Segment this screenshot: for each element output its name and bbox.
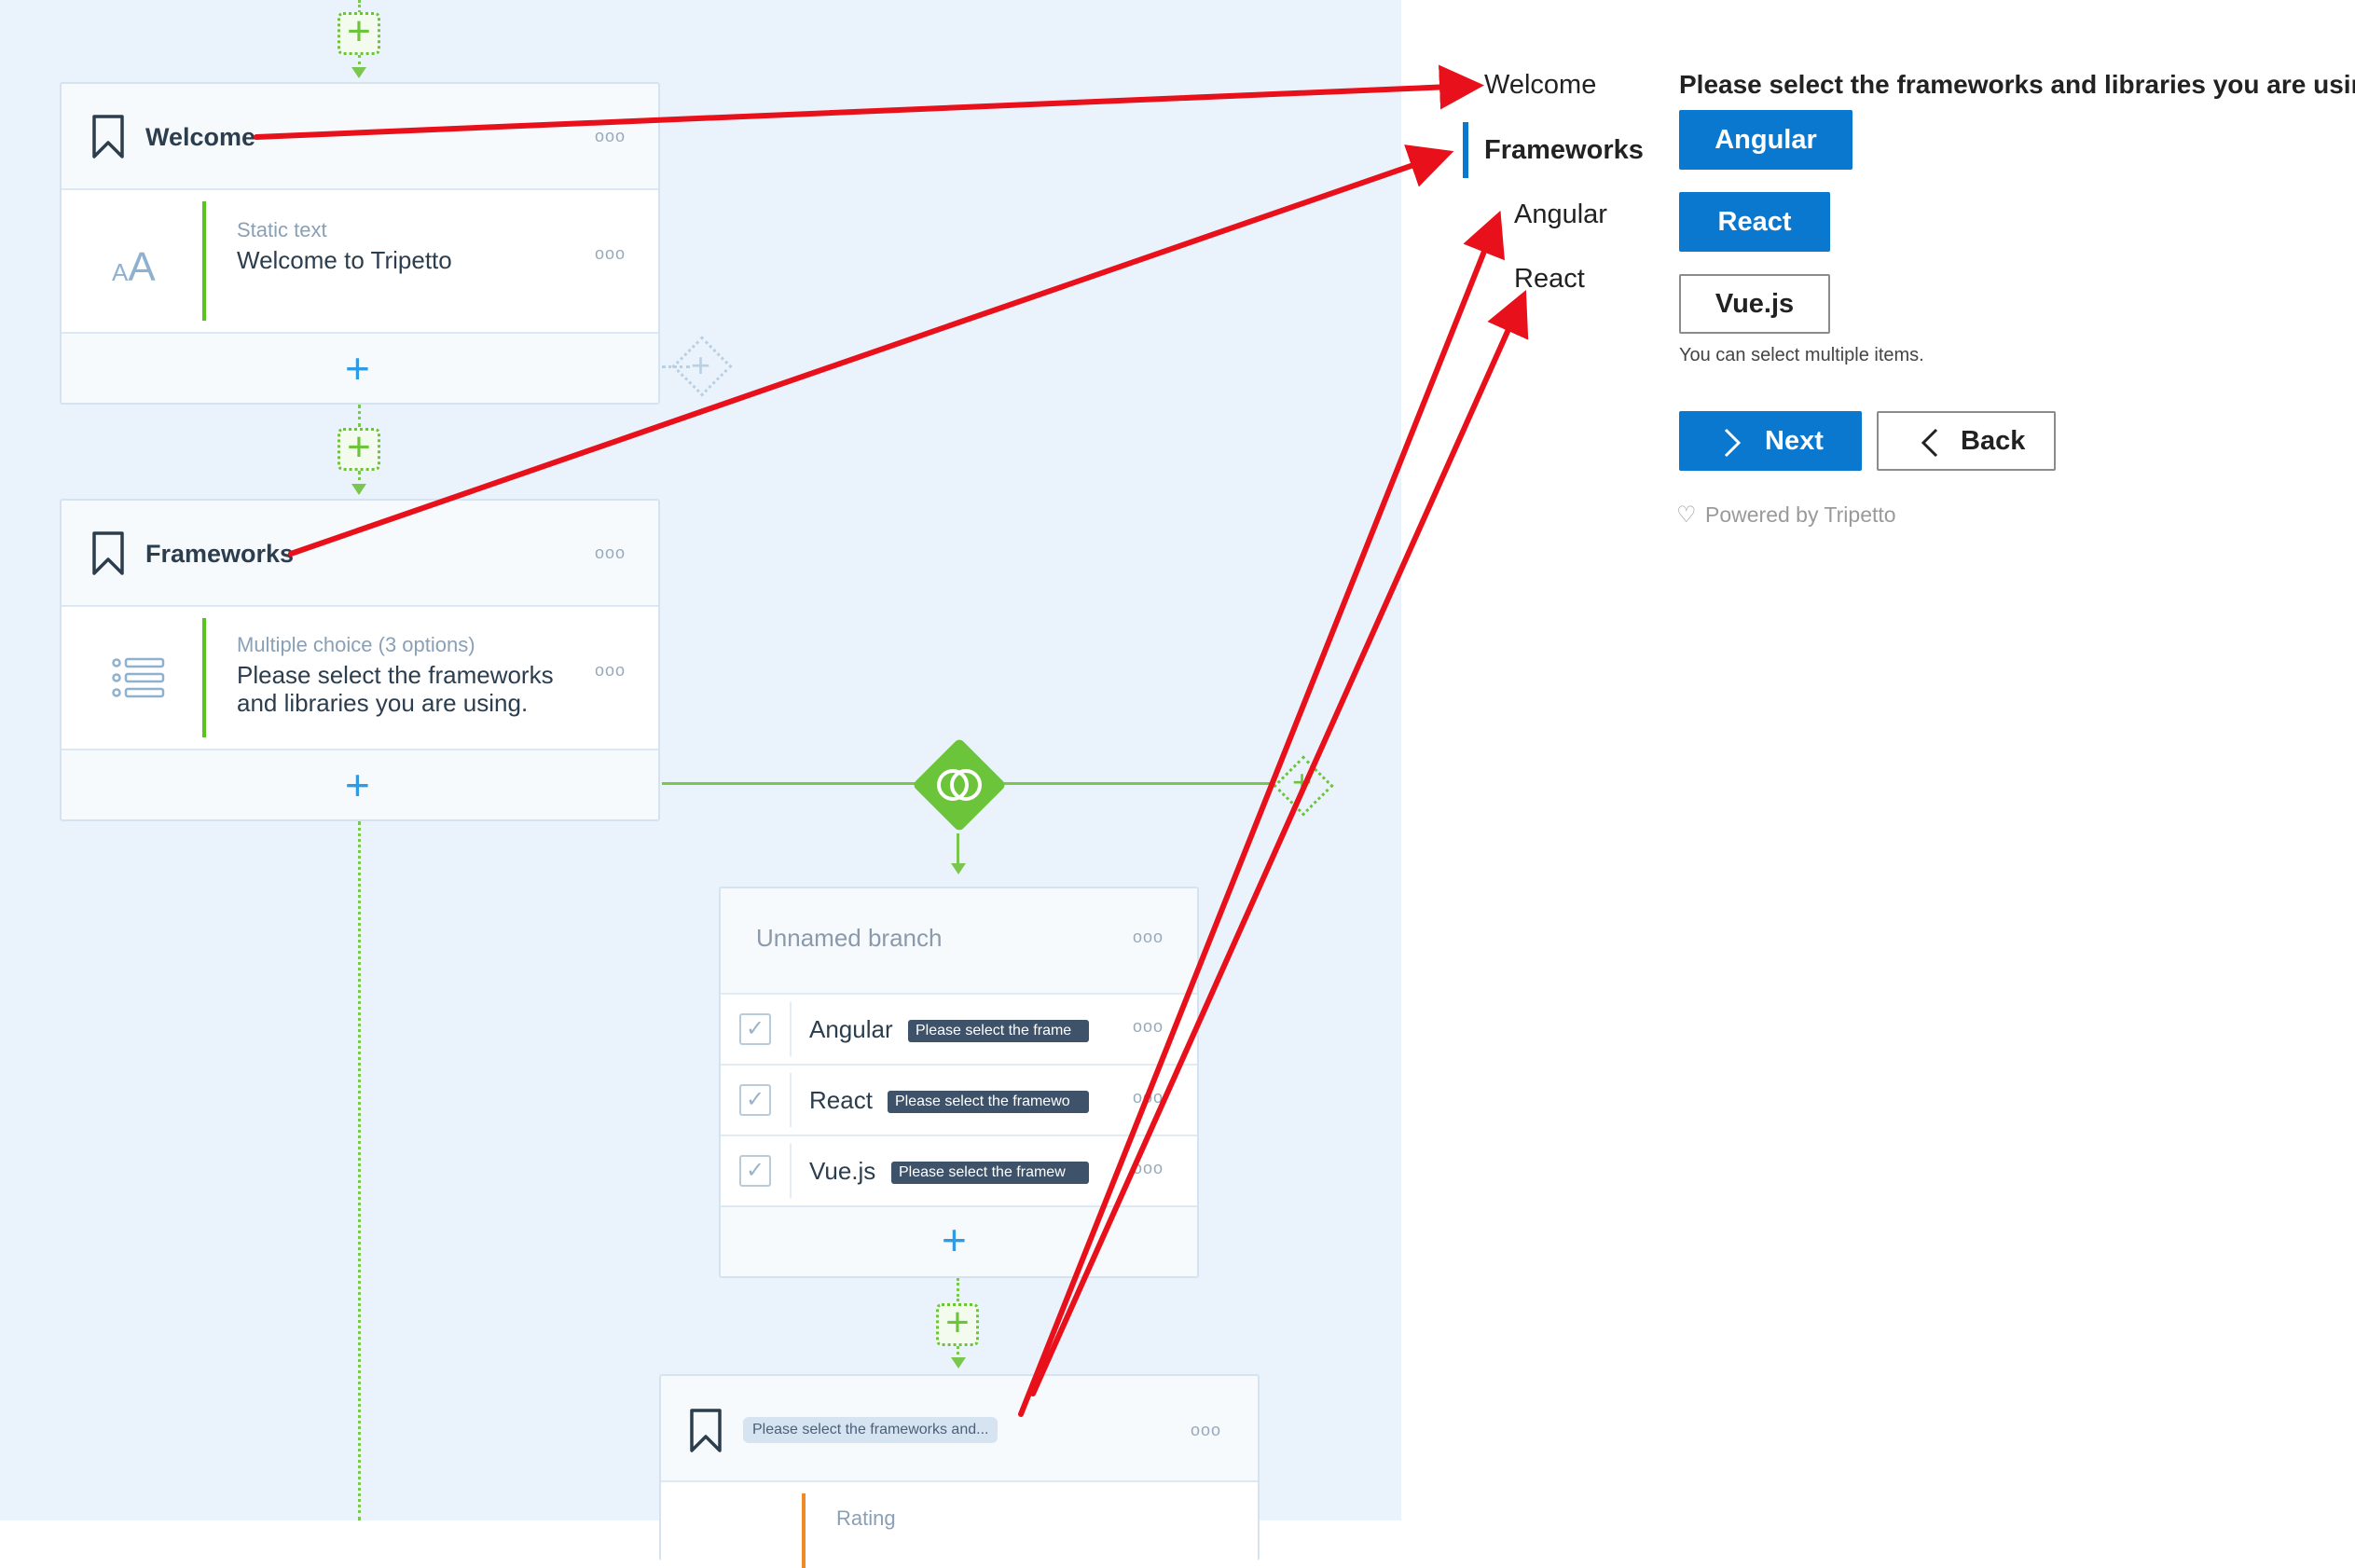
flow-arrow [351, 484, 366, 495]
check-icon: ✓ [739, 1084, 771, 1116]
nav-item-frameworks[interactable]: Frameworks [1484, 135, 1644, 165]
block-menu-button[interactable]: ooo [595, 244, 627, 263]
add-condition-button[interactable]: + [942, 1216, 967, 1264]
row-divider [790, 1073, 792, 1127]
block-indicator [202, 618, 206, 737]
block-type-label: Static text [237, 218, 327, 241]
nav-item-react[interactable]: React [1514, 264, 1585, 294]
flow-connector [358, 0, 361, 19]
row-divider [790, 1002, 792, 1056]
chevron-left-icon [1921, 428, 1938, 458]
frameworks-section-card[interactable]: Frameworks ooo Multiple choice (3 option… [60, 499, 660, 821]
row-divider [790, 1144, 792, 1198]
add-block-button[interactable]: + [345, 761, 370, 809]
insert-section-button[interactable]: + [337, 11, 380, 55]
chevron-right-icon [1724, 428, 1742, 458]
block-text-line-1: Please select the frameworks [237, 661, 554, 689]
option-angular-button[interactable]: Angular [1679, 110, 1852, 170]
flow-arrow [951, 863, 966, 874]
condition-menu-button[interactable]: ooo [1133, 1017, 1164, 1036]
section-title-tag[interactable]: Please select the frameworks and... [743, 1417, 998, 1443]
list-icon [112, 657, 165, 698]
nav-item-welcome[interactable]: Welcome [1484, 70, 1597, 100]
branch-title[interactable]: Unnamed branch [756, 924, 943, 952]
bookmark-icon [690, 1409, 722, 1452]
bookmark-icon [92, 531, 124, 575]
branch-condition-row[interactable]: ✓ Angular Please select the frame ooo [721, 993, 1197, 1066]
condition-label: React [809, 1086, 873, 1114]
block-type-label: Multiple choice (3 options) [237, 633, 475, 656]
branch-section-card[interactable]: Please select the frameworks and... ooo … [659, 1374, 1260, 1568]
question-title: Please select the frameworks and librari… [1679, 70, 2355, 99]
add-block-row: + [62, 332, 658, 403]
check-icon: ✓ [739, 1155, 771, 1187]
condition-menu-button[interactable]: ooo [1133, 1088, 1164, 1107]
help-text: You can select multiple items. [1679, 345, 1924, 365]
add-branch-plus-icon: + [691, 346, 711, 384]
condition-tag: Please select the framewo [888, 1091, 1089, 1113]
builder-canvas: + Welcome ooo AA Static text Welcome to … [0, 0, 1401, 1568]
section-menu-button[interactable]: ooo [595, 543, 627, 562]
section-menu-button[interactable]: ooo [1191, 1421, 1222, 1439]
flow-arrow [951, 1357, 966, 1369]
static-text-block[interactable]: AA Static text Welcome to Tripetto ooo [62, 188, 658, 332]
flow-connector [957, 1346, 959, 1360]
branch-condition-row[interactable]: ✓ React Please select the framewo ooo [721, 1064, 1197, 1136]
flow-connector [358, 821, 361, 1520]
option-vuejs-button[interactable]: Vue.js [1679, 274, 1830, 334]
back-button-label: Back [1961, 426, 2026, 456]
condition-tag: Please select the frame [908, 1020, 1089, 1042]
block-indicator [802, 1493, 806, 1568]
branch-menu-button[interactable]: ooo [1133, 928, 1164, 946]
next-button[interactable]: Next [1679, 411, 1862, 471]
section-title[interactable]: Frameworks [145, 540, 295, 568]
nav-item-angular[interactable]: Angular [1514, 199, 1607, 229]
active-nav-indicator [1463, 122, 1468, 178]
powered-by-link[interactable]: Powered by Tripetto [1705, 502, 1896, 527]
welcome-section-card[interactable]: Welcome ooo AA Static text Welcome to Tr… [60, 82, 660, 405]
merge-rings-icon [937, 769, 982, 801]
add-condition-row: + [721, 1205, 1197, 1276]
check-icon: ✓ [739, 1013, 771, 1045]
flow-arrow [351, 67, 366, 78]
condition-label: Vue.js [809, 1157, 876, 1185]
add-branch-plus-icon: + [1292, 763, 1313, 801]
flow-connector [957, 1278, 959, 1301]
block-indicator [202, 201, 206, 321]
option-react-button[interactable]: React [1679, 192, 1830, 252]
add-block-button[interactable]: + [345, 344, 370, 392]
next-button-label: Next [1765, 426, 1824, 456]
section-title[interactable]: Welcome [145, 123, 256, 151]
rating-block[interactable]: Rating [661, 1480, 1258, 1568]
block-text: Welcome to Tripetto [237, 246, 452, 274]
flow-connector [957, 833, 959, 865]
insert-section-button[interactable]: + [936, 1302, 979, 1346]
section-menu-button[interactable]: ooo [595, 127, 627, 145]
heart-icon: ♡ [1676, 502, 1697, 528]
flow-connector [358, 55, 361, 71]
multiple-choice-block[interactable]: Multiple choice (3 options) Please selec… [62, 605, 658, 749]
text-size-icon: AA [112, 244, 156, 290]
condition-tag: Please select the framew [891, 1162, 1089, 1184]
bookmark-icon [92, 115, 124, 158]
branch-condition-row[interactable]: ✓ Vue.js Please select the framew ooo [721, 1135, 1197, 1207]
add-block-row: + [62, 749, 658, 819]
condition-menu-button[interactable]: ooo [1133, 1159, 1164, 1177]
block-type-label: Rating [836, 1506, 896, 1530]
back-button[interactable]: Back [1877, 411, 2056, 471]
block-menu-button[interactable]: ooo [595, 661, 627, 680]
block-text-line-2: and libraries you are using. [237, 689, 529, 717]
branch-card[interactable]: Unnamed branch ooo ✓ Angular Please sele… [719, 887, 1199, 1278]
insert-section-button[interactable]: + [337, 427, 380, 471]
condition-label: Angular [809, 1015, 893, 1043]
